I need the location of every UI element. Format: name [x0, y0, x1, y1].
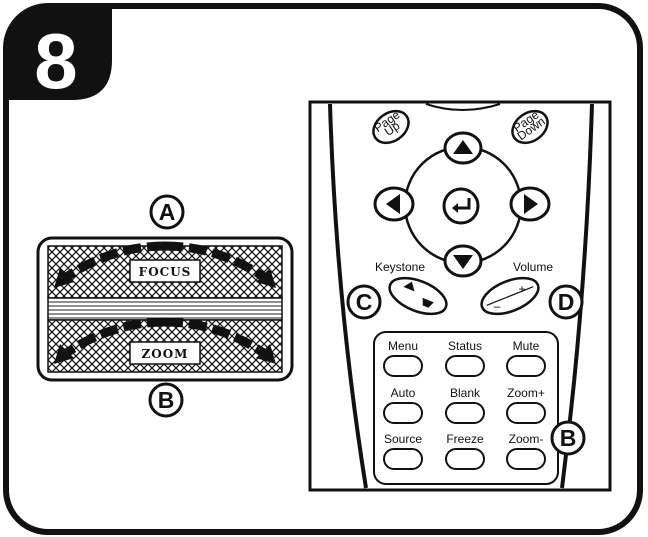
zoom-plus-button[interactable]: Zoom+: [506, 386, 546, 424]
page-up-button[interactable]: Page Up: [367, 105, 414, 150]
lens-band: [47, 297, 283, 321]
lens-illustration: FOCUS ZOOM A B: [36, 194, 294, 418]
callout-a-letter: A: [159, 199, 176, 225]
volume-label: Volume: [513, 260, 553, 274]
callout-d-letter: D: [558, 289, 575, 315]
triangle-left-icon: [386, 194, 400, 214]
zoom-plus-label: Zoom+: [507, 386, 545, 400]
nav-right-button[interactable]: [509, 186, 551, 222]
menu-label: Menu: [388, 339, 418, 353]
callout-a: [149, 194, 185, 230]
callout-b-lens-letter: B: [158, 387, 175, 413]
triangle-right-icon: [524, 194, 538, 214]
status-button[interactable]: Status: [445, 339, 485, 377]
callout-b-remote: [550, 420, 586, 456]
step-badge: 8: [6, 6, 112, 105]
callout-b-remote-letter: B: [560, 425, 577, 451]
focus-arrow-left: [59, 241, 166, 284]
focus-label-box: [129, 259, 201, 283]
blank-label: Blank: [450, 386, 481, 400]
triangle-up-icon: [453, 140, 473, 154]
nav-left-button[interactable]: [373, 186, 415, 222]
menu-button[interactable]: Menu: [383, 339, 423, 377]
page-down-button[interactable]: Page Down: [506, 105, 553, 150]
mute-button[interactable]: Mute: [506, 339, 546, 377]
status-label: Status: [448, 339, 482, 353]
focus-arrow-right: [164, 241, 271, 284]
keystone-up-icon: [403, 281, 415, 292]
callout-c: [346, 284, 382, 320]
auto-label: Auto: [391, 386, 416, 400]
zoom-minus-label: Zoom-: [509, 432, 544, 446]
callout-b-lens: [148, 382, 184, 418]
triangle-down-icon: [453, 255, 473, 269]
callout-d: [548, 284, 584, 320]
enter-button[interactable]: [442, 187, 480, 225]
freeze-label: Freeze: [446, 432, 484, 446]
zoom-label: ZOOM: [142, 347, 189, 361]
source-label: Source: [384, 432, 422, 446]
zoom-arrow-left: [59, 317, 166, 360]
remote-illustration: Page Up Page Down: [308, 100, 612, 492]
blank-button[interactable]: Blank: [445, 386, 485, 424]
auto-button[interactable]: Auto: [383, 386, 423, 424]
focus-label: FOCUS: [139, 265, 192, 279]
volume-plus: +: [518, 282, 525, 296]
zoom-minus-button[interactable]: Zoom-: [506, 432, 546, 470]
keystone-button[interactable]: [385, 271, 452, 321]
keystone-label: Keystone: [375, 260, 425, 274]
mute-label: Mute: [513, 339, 540, 353]
step-number: 8: [34, 17, 77, 105]
nav-up-button[interactable]: [443, 131, 483, 165]
volume-button[interactable]: [477, 271, 544, 321]
nav-down-button[interactable]: [443, 244, 483, 278]
callout-c-letter: C: [356, 289, 373, 315]
source-button[interactable]: Source: [383, 432, 423, 470]
enter-icon: [456, 198, 471, 210]
freeze-button[interactable]: Freeze: [445, 432, 485, 470]
zoom-arrow-right: [164, 317, 271, 360]
zoom-label-box: [129, 341, 201, 365]
volume-minus: –: [494, 299, 501, 313]
keystone-down-icon: [422, 297, 434, 308]
